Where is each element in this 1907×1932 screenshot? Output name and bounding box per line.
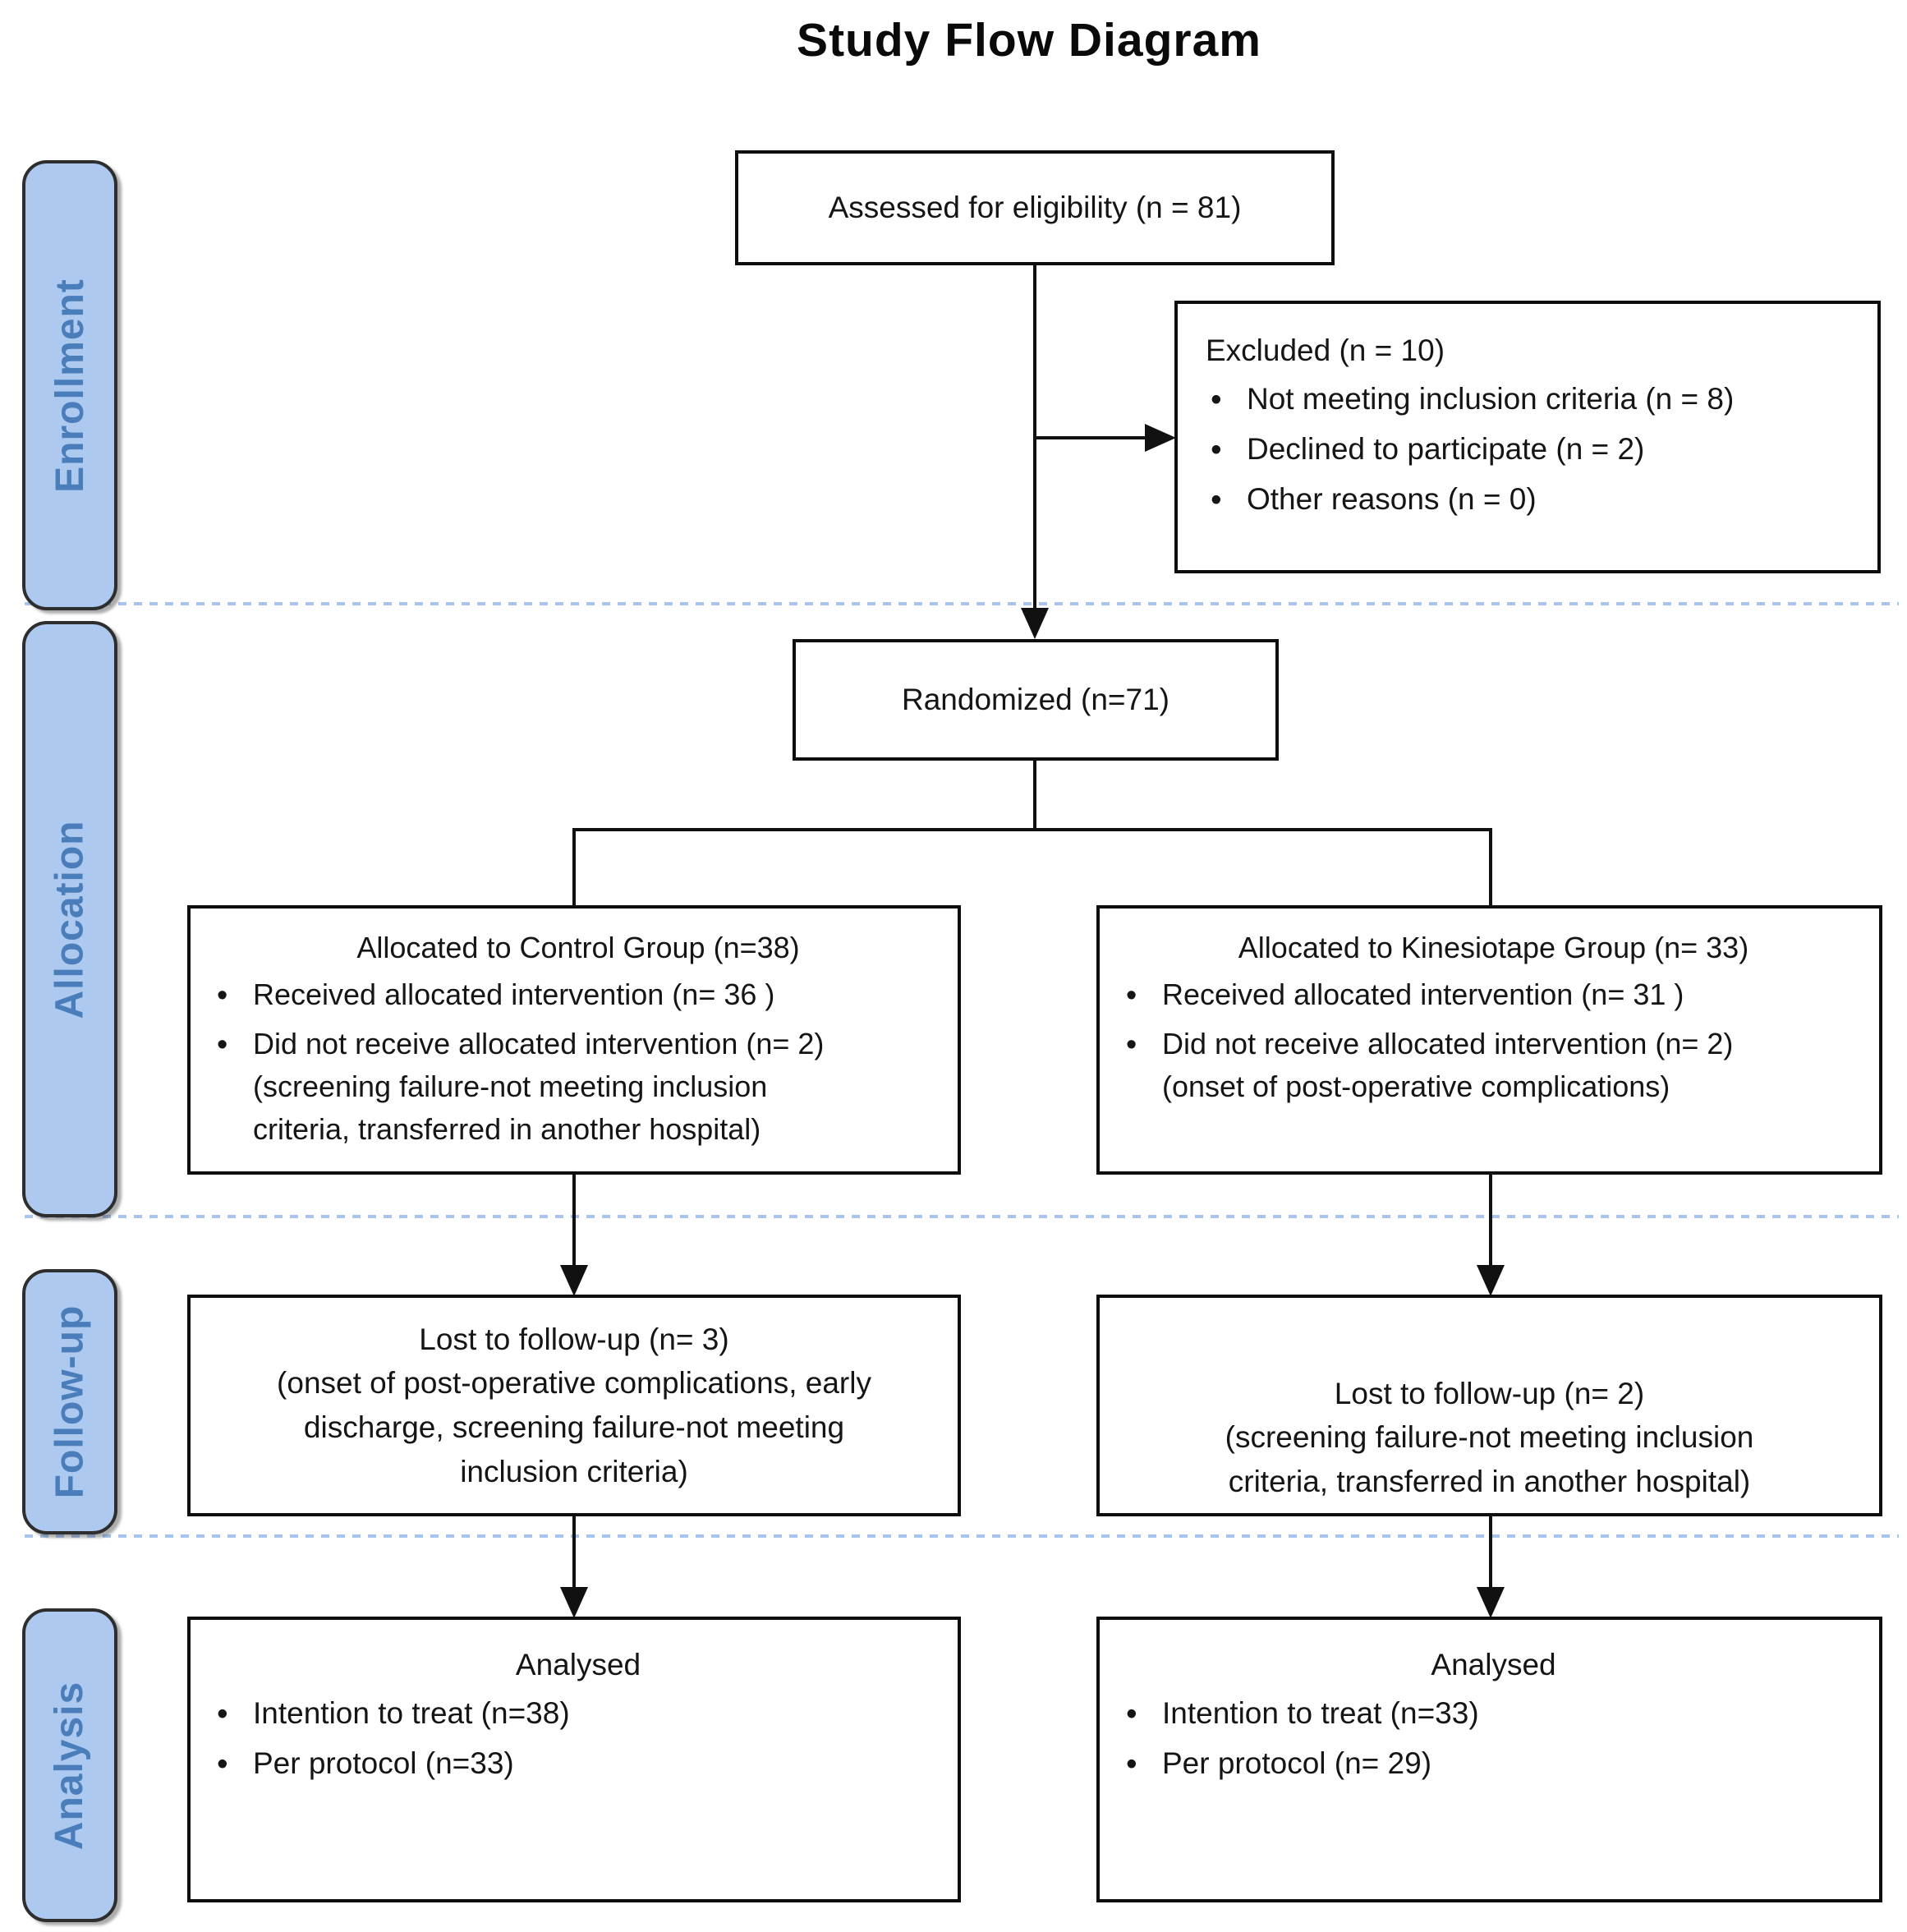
- arrowhead-into-excluded: [1145, 424, 1176, 452]
- connector-followup-to-analysis-kinesiotape: [1489, 1515, 1492, 1587]
- stage-divider-followup-analysis: [25, 1534, 1899, 1538]
- connector-control-to-followup: [572, 1173, 576, 1265]
- connector-branch-to-excluded: [1035, 436, 1146, 439]
- box-text: Assessed for eligibility (n = 81): [828, 191, 1242, 225]
- box-text: Lost to follow-up (n= 3) (onset of post-…: [277, 1322, 871, 1488]
- bullet-icon: •: [1126, 1746, 1137, 1782]
- excluded-reasons-list: • Not meeting inclusion criteria (n = 8)…: [1206, 377, 1858, 524]
- stage-label-analysis: Analysis: [22, 1608, 117, 1922]
- bullet-icon: •: [1211, 381, 1222, 417]
- box-allocation-control: Allocated to Control Group (n=38) • Rece…: [187, 905, 961, 1175]
- stage-label-text: Follow-up: [48, 1304, 92, 1499]
- box-followup-kinesiotape: Lost to follow-up (n= 2) (screening fail…: [1096, 1295, 1882, 1516]
- bullet-icon: •: [1126, 1695, 1137, 1732]
- allocation-kinesiotape-heading: Allocated to Kinesiotape Group (n= 33): [1238, 931, 1749, 964]
- connector-split-to-control: [572, 828, 576, 907]
- arrowhead-into-analysis-control: [560, 1587, 588, 1618]
- box-excluded: Excluded (n = 10) • Not meeting inclusio…: [1174, 301, 1881, 573]
- analysis-control-list: • Intention to treat (n=38) • Per protoc…: [212, 1691, 944, 1788]
- bullet-icon: •: [1211, 431, 1222, 467]
- list-item: • Other reasons (n = 0): [1206, 477, 1858, 523]
- box-analysis-kinesiotape: Analysed • Intention to treat (n=33) • P…: [1096, 1617, 1882, 1902]
- list-item: • Per protocol (n=33): [212, 1741, 944, 1787]
- arrowhead-into-randomized: [1021, 608, 1049, 639]
- list-item: • Did not receive allocated intervention…: [212, 1023, 944, 1152]
- arrowhead-into-followup-kinesiotape: [1477, 1265, 1505, 1296]
- bullet-icon: •: [217, 1027, 228, 1062]
- diagram-title: Study Flow Diagram: [797, 14, 1261, 67]
- connector-split-horizontal: [572, 828, 1492, 831]
- bullet-icon: •: [217, 1746, 228, 1782]
- analysis-kinesiotape-list: • Intention to treat (n=33) • Per protoc…: [1121, 1691, 1866, 1788]
- stage-divider-allocation-followup: [25, 1215, 1899, 1218]
- stage-divider-enrollment-allocation: [25, 602, 1899, 605]
- connector-split-to-kinesiotape: [1489, 828, 1492, 907]
- stage-label-followup: Follow-up: [22, 1269, 117, 1534]
- bullet-icon: •: [1211, 482, 1222, 518]
- analysis-kinesiotape-heading: Analysed: [1431, 1648, 1556, 1681]
- allocation-control-heading: Allocated to Control Group (n=38): [356, 931, 800, 964]
- list-item: • Declined to participate (n = 2): [1206, 427, 1858, 473]
- stage-label-allocation: Allocation: [22, 621, 117, 1217]
- arrowhead-into-analysis-kinesiotape: [1477, 1587, 1505, 1618]
- box-text: Lost to follow-up (n= 2) (screening fail…: [1225, 1376, 1754, 1498]
- allocation-control-list: • Received allocated intervention (n= 36…: [212, 973, 944, 1151]
- box-followup-control: Lost to follow-up (n= 3) (onset of post-…: [187, 1295, 961, 1516]
- connector-kinesiotape-to-followup: [1489, 1173, 1492, 1265]
- box-analysis-control: Analysed • Intention to treat (n=38) • P…: [187, 1617, 961, 1902]
- box-assessed-eligibility: Assessed for eligibility (n = 81): [735, 150, 1335, 265]
- bullet-icon: •: [217, 1695, 228, 1732]
- bullet-icon: •: [1126, 978, 1137, 1014]
- list-item: • Not meeting inclusion criteria (n = 8): [1206, 377, 1858, 423]
- list-item: • Intention to treat (n=33): [1121, 1691, 1866, 1737]
- list-item: • Received allocated intervention (n= 31…: [1121, 973, 1866, 1019]
- bullet-icon: •: [217, 978, 228, 1014]
- box-randomized: Randomized (n=71): [793, 639, 1279, 761]
- list-item: • Per protocol (n= 29): [1121, 1741, 1866, 1787]
- connector-followup-to-analysis-control: [572, 1515, 576, 1587]
- stage-label-text: Analysis: [48, 1681, 92, 1850]
- excluded-heading: Excluded (n = 10): [1206, 334, 1445, 367]
- stage-label-text: Allocation: [48, 819, 92, 1019]
- allocation-kinesiotape-list: • Received allocated intervention (n= 31…: [1121, 973, 1866, 1108]
- connector-randomized-stub: [1033, 759, 1036, 831]
- bullet-icon: •: [1126, 1027, 1137, 1062]
- list-item: • Did not receive allocated intervention…: [1121, 1023, 1866, 1108]
- box-allocation-kinesiotape: Allocated to Kinesiotape Group (n= 33) •…: [1096, 905, 1882, 1175]
- analysis-control-heading: Analysed: [515, 1648, 641, 1681]
- stage-label-enrollment: Enrollment: [22, 160, 117, 610]
- list-item: • Intention to treat (n=38): [212, 1691, 944, 1737]
- stage-label-text: Enrollment: [48, 278, 92, 493]
- list-item: • Received allocated intervention (n= 36…: [212, 973, 944, 1019]
- box-text: Randomized (n=71): [902, 683, 1169, 717]
- arrowhead-into-followup-control: [560, 1265, 588, 1296]
